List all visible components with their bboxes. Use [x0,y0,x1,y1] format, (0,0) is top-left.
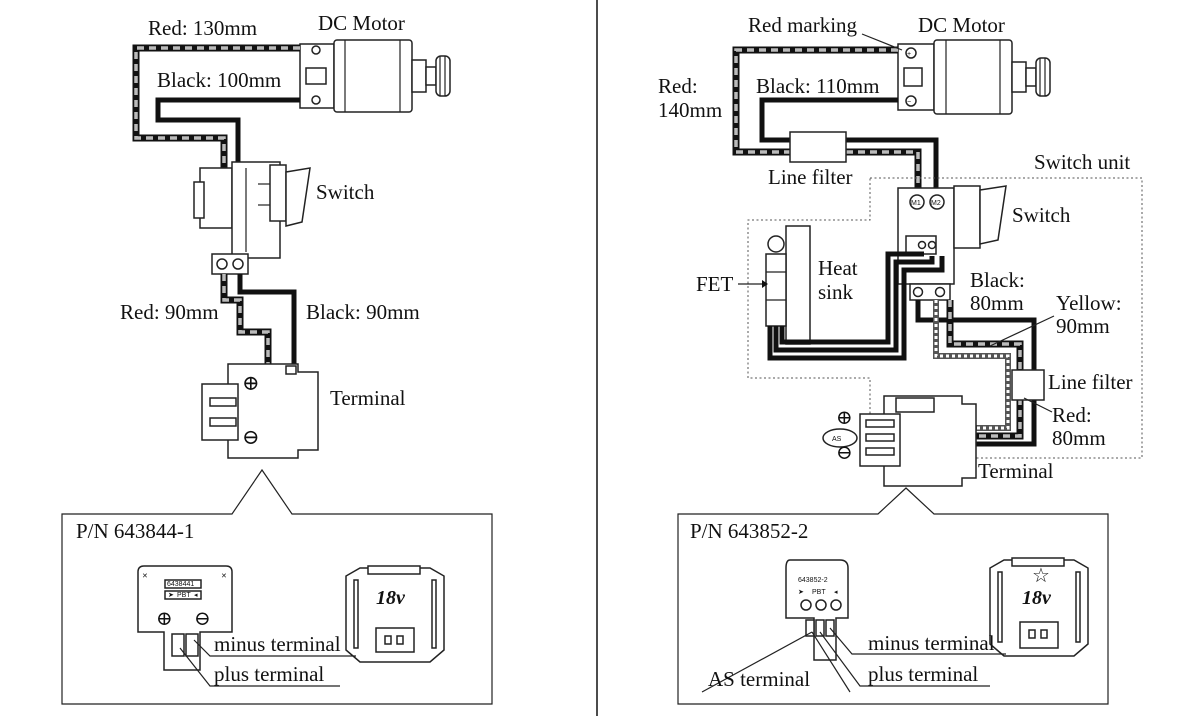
left-plus-symbol: ⊕ [242,371,260,395]
left-terminal-label: Terminal [330,386,406,410]
right-plus-terminal-label: plus terminal [868,662,978,686]
right-as-label: AS [832,436,842,443]
right-wires-top [732,46,939,188]
right-motor-minus: − [907,99,911,106]
left-black-bottom-label: Black: 90mm [306,300,420,324]
right-terminal [859,395,977,487]
right-terminal-plus: ⊕ [836,407,853,429]
left-red-top-label: Red: 130mm [148,16,257,40]
left-inset: P/N 643844-1 6438441 PBT ➤ ◂ ⊕ ⊖ ✕ ✕ [61,468,493,705]
right-chip-arrow-left: ◂ [834,589,838,596]
left-corner-star-2: ✕ [221,573,227,580]
right-sink-label: sink [818,280,854,304]
right-black-label-1: Black: [970,268,1025,292]
right-terminal-minus: ⊖ [836,442,853,464]
right-fet-heatsink [765,225,811,345]
right-voltage-label: 18v [1022,587,1052,609]
left-chip-arrow-right: ➤ [168,592,174,599]
left-panel: Red: 130mm DC Motor Black: 100mm Switch … [61,11,493,705]
right-line-filter-top-label: Line filter [768,165,853,189]
left-switch [193,161,311,275]
left-corner-star-1: ✕ [142,573,148,580]
right-fet-wires [767,251,945,361]
right-line-filter-right [1011,369,1045,401]
right-dc-motor-label: DC Motor [918,13,1005,37]
right-chip-material: PBT [812,589,826,596]
right-terminal-label: Terminal [978,459,1054,483]
right-minus-terminal-label: minus terminal [868,631,995,655]
right-m2-label: M2 [931,200,941,207]
left-minus-terminal-label: minus terminal [214,632,341,656]
right-fet-arrowhead [762,280,768,288]
right-yellow-label-2: 90mm [1056,314,1110,338]
right-inset: P/N 643852-2 643852-2 PBT ➤ ◂ [677,487,1109,705]
right-connector-side-view: ☆ 18v [989,557,1089,657]
left-chip-code: 6438441 [167,581,194,588]
right-plus-leader [819,631,990,687]
right-red-top-label-1: Red: [658,74,698,98]
left-plus-terminal-label: plus terminal [214,662,324,686]
left-switch-label: Switch [316,180,375,204]
right-red-leader [1023,397,1053,413]
right-motor-plus: + [907,51,911,58]
right-yellow-leader [989,315,1055,347]
left-chip-material: PBT [177,592,191,599]
right-switch-label: Switch [1012,203,1071,227]
right-switch-unit-label: Switch unit [1034,150,1130,174]
left-part-number: P/N 643844-1 [76,519,194,543]
right-red-marking-leader [861,33,903,51]
right-part-number: P/N 643852-2 [690,519,808,543]
right-fet-label: FET [696,272,734,296]
left-dc-motor-label: DC Motor [318,11,405,35]
right-red-marking-label: Red marking [748,13,858,37]
left-terminal [201,363,319,459]
right-as-oval [822,428,858,448]
right-dc-motor [897,39,1051,115]
left-inset-plus: ⊕ [156,608,173,630]
right-heat-label: Heat [818,256,858,280]
right-yellow-label-1: Yellow: [1056,291,1122,315]
right-connector-top-view: 643852-2 PBT ➤ ◂ [785,559,849,661]
right-chip-code: 643852-2 [798,577,828,584]
left-connector-side-view: 18v [345,565,445,663]
left-wires-top [132,44,300,170]
left-minus-symbol: ⊖ [242,425,260,449]
right-black-top-label: Black: 110mm [756,74,879,98]
left-red-bottom-label: Red: 90mm [120,300,219,324]
right-minus-leader [829,627,1006,655]
right-line-filter-right-label: Line filter [1048,370,1133,394]
right-black-label-2: 80mm [970,291,1024,315]
left-black-top-label: Black: 100mm [157,68,281,92]
right-as-leader-2 [811,631,851,693]
right-panel: + − M1 M2 [658,13,1143,705]
left-plus-leader [179,647,340,687]
right-as-terminal-label: AS terminal [708,667,810,691]
left-connector-top-view: 6438441 PBT ➤ ◂ ⊕ ⊖ ✕ ✕ [137,565,233,671]
left-chip-arrow-left: ◂ [194,592,198,599]
right-red-top-label-2: 140mm [658,98,722,122]
left-dc-motor [299,39,451,113]
right-star-icon: ☆ [1032,565,1050,587]
right-red-label-1: Red: [1052,403,1092,427]
left-inset-minus: ⊖ [194,608,211,630]
right-as-leader-1 [701,631,813,693]
right-red-label-2: 80mm [1052,426,1106,450]
right-line-filter-top [789,131,847,163]
right-m1-label: M1 [911,200,921,207]
left-voltage-label: 18v [376,587,406,609]
right-chip-arrow-right: ➤ [798,589,804,596]
left-minus-leader [193,639,356,657]
